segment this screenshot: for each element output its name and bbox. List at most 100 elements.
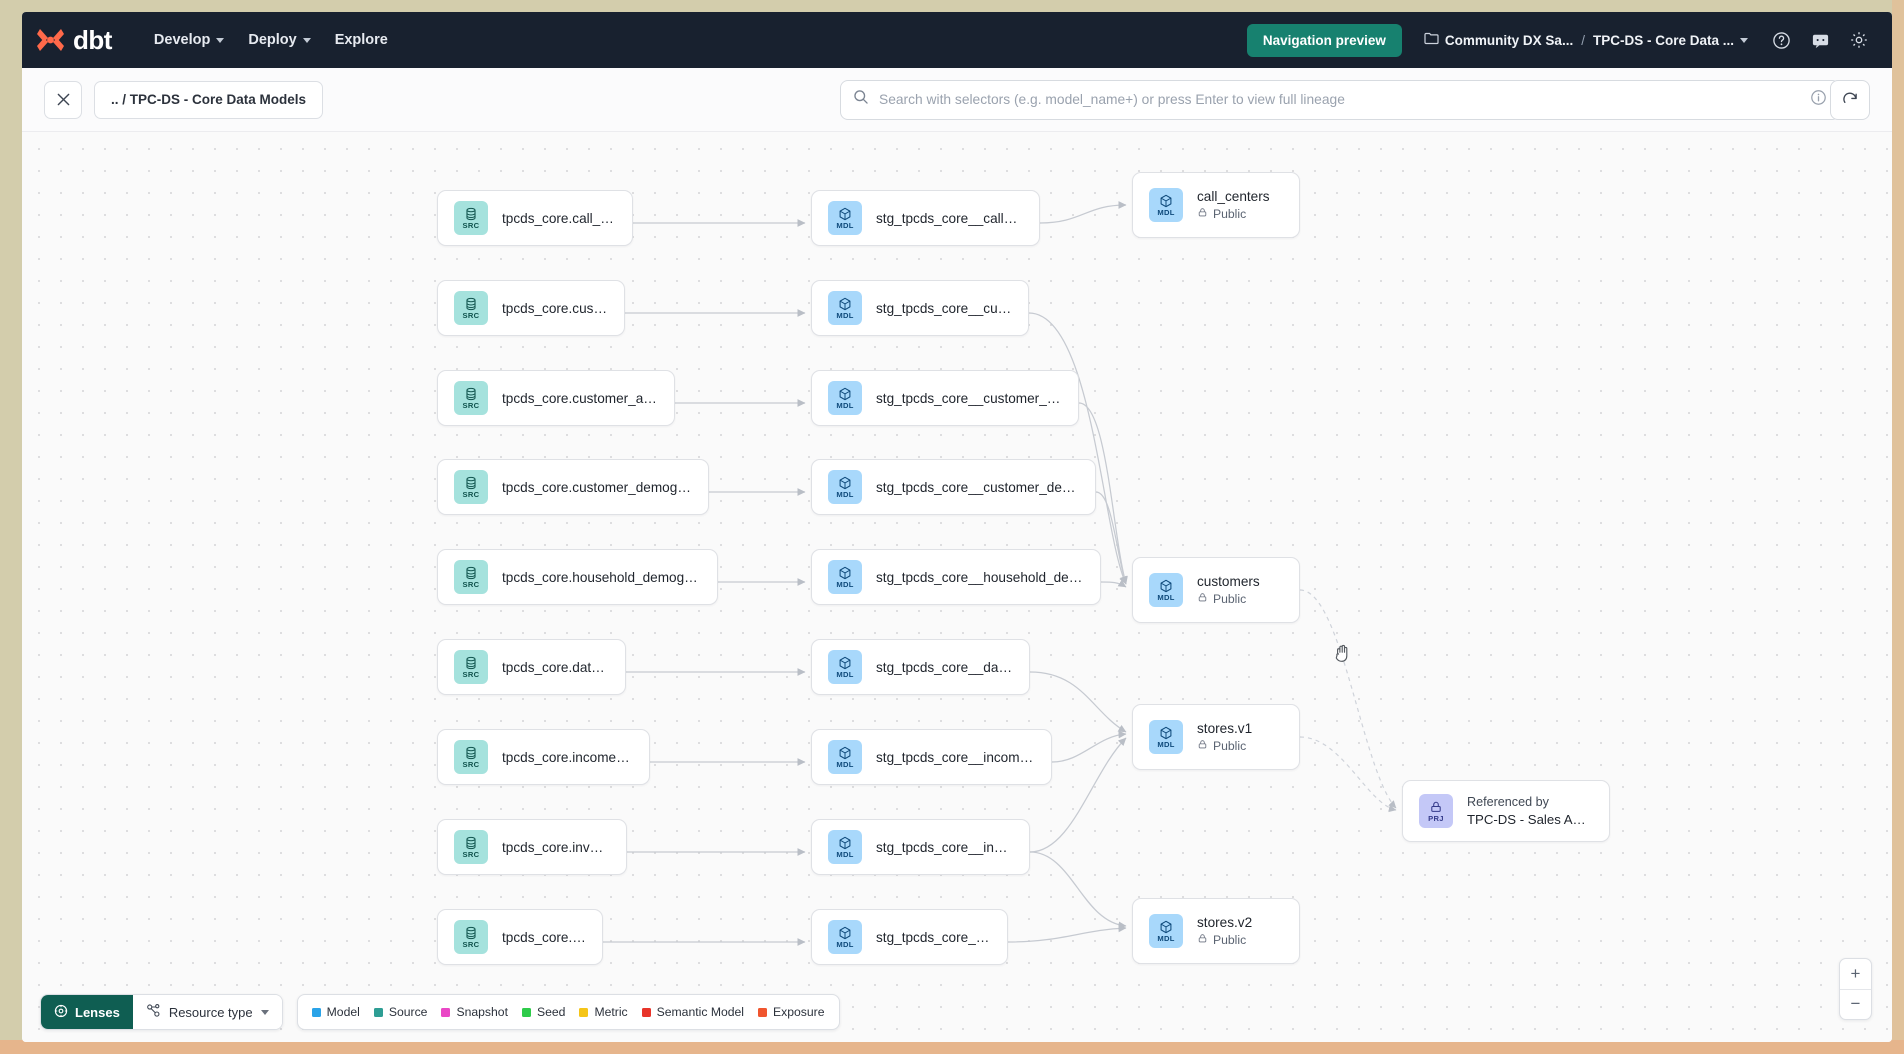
node-label: tpcds_core.household_demographics	[502, 569, 701, 585]
lenses-icon	[54, 1004, 68, 1021]
node-type-badge-mdl: MDL	[828, 560, 862, 594]
gear-icon[interactable]	[1844, 25, 1874, 55]
nav-item-deploy[interactable]: Deploy	[236, 24, 322, 56]
legend-item: Seed	[521, 1005, 565, 1019]
wallpaper-left	[0, 0, 22, 1054]
node-type-badge-mdl: MDL	[1149, 720, 1183, 754]
breadcrumb-account-label: Community DX Sa...	[1444, 32, 1574, 48]
cube-icon	[838, 476, 852, 490]
database-icon	[464, 746, 478, 760]
zoom-in-button[interactable]: +	[1840, 959, 1871, 990]
legend-item: Metric	[579, 1005, 628, 1019]
nav-item-explore[interactable]: Explore	[323, 24, 400, 56]
node-type-badge-src: SRC	[454, 740, 488, 774]
legend-label: Model	[326, 1005, 360, 1019]
legend-swatch	[373, 1007, 383, 1017]
cube-icon	[838, 566, 852, 580]
node-access: Public	[1197, 592, 1260, 606]
node-type-badge-mdl: MDL	[1149, 188, 1183, 222]
breadcrumb-current-view[interactable]: .. / TPC-DS - Core Data Models	[94, 80, 324, 119]
node-label: stg_tpcds_core__call_center	[876, 210, 1023, 226]
node-type-badge-src: SRC	[454, 201, 488, 235]
node-type-badge-mdl: MDL	[828, 381, 862, 415]
wallpaper-right	[1892, 0, 1904, 1054]
nav-item-develop[interactable]: Develop	[142, 24, 236, 56]
database-icon	[464, 387, 478, 401]
folder-icon	[1424, 32, 1439, 48]
dbt-explore-window: dbt Develop Deploy Explore Navigation pr…	[22, 12, 1892, 1042]
lineage-search-bar[interactable]	[840, 79, 1840, 120]
legend-swatch	[521, 1007, 531, 1017]
legend-item: Semantic Model	[641, 1005, 745, 1019]
node-label: stores.v2	[1197, 915, 1253, 930]
node-label: stg_tpcds_core__inventory	[876, 839, 1013, 855]
node-type-badge-src: SRC	[454, 650, 488, 684]
node-label: tpcds_core.inventory	[502, 839, 610, 855]
breadcrumb-project[interactable]: TPC-DS - Core Data ...	[1593, 33, 1748, 48]
nav-icon-group	[1766, 25, 1874, 55]
info-icon[interactable]	[1810, 89, 1827, 111]
node-type-badge-mdl: MDL	[828, 201, 862, 235]
search-input[interactable]	[879, 92, 1800, 107]
node-type-badge-mdl: MDL	[828, 291, 862, 325]
close-lineage-button[interactable]	[44, 80, 82, 119]
lenses-button[interactable]: Lenses	[41, 995, 133, 1029]
node-label: tpcds_core.customer	[502, 300, 608, 316]
help-circle-icon[interactable]	[1766, 25, 1796, 55]
lineage-node[interactable]: MDLstg_tpcds_core__household_demogr…	[811, 549, 1101, 605]
breadcrumb-account[interactable]: Community DX Sa...	[1424, 32, 1573, 48]
navigation-preview-button[interactable]: Navigation preview	[1246, 23, 1402, 57]
dbt-logo-icon	[36, 27, 66, 53]
node-type-badge-prj: PRJ	[1419, 794, 1453, 828]
legend-item: Model	[311, 1005, 360, 1019]
lenses-label: Lenses	[75, 1004, 120, 1020]
chevron-down-icon	[260, 1009, 269, 1015]
chevron-down-icon	[302, 37, 311, 43]
nav-item-explore-label: Explore	[334, 32, 388, 48]
node-type-badge-mdl: MDL	[828, 740, 862, 774]
dbt-logo[interactable]: dbt	[36, 25, 112, 56]
cube-icon	[1159, 194, 1173, 208]
node-type-badge-src: SRC	[454, 291, 488, 325]
zoom-out-button[interactable]: −	[1850, 994, 1861, 1014]
lineage-node[interactable]: MDL stg_tpcds_core__call_center	[811, 190, 1040, 246]
lineage-node[interactable]: MDLstg_tpcds_core__customer_demogra…	[811, 459, 1096, 515]
lineage-node[interactable]: SRC tpcds_core.customer	[437, 280, 625, 336]
legend-label: Source	[388, 1005, 428, 1019]
legend-swatch	[579, 1007, 589, 1017]
lineage-canvas[interactable]: SRCtpcds_core.call_centerSRCtpcds_core.c…	[22, 132, 1892, 1042]
node-label: stg_tpcds_core__date_dim	[876, 659, 1013, 675]
node-label: stores.v1	[1197, 721, 1253, 736]
node-access-label: Public	[1213, 933, 1247, 947]
cube-icon	[1159, 579, 1173, 593]
search-icon	[853, 89, 869, 110]
resource-type-dropdown[interactable]: Resource type	[132, 995, 282, 1029]
node-label: call_centers	[1197, 189, 1270, 204]
wallpaper-top	[0, 0, 1904, 12]
breadcrumb-separator: /	[1581, 32, 1585, 48]
legend-label: Semantic Model	[656, 1005, 745, 1019]
refresh-button[interactable]	[1830, 79, 1870, 120]
feedback-icon[interactable]	[1805, 25, 1835, 55]
node-type-badge-mdl: MDL	[1149, 914, 1183, 948]
